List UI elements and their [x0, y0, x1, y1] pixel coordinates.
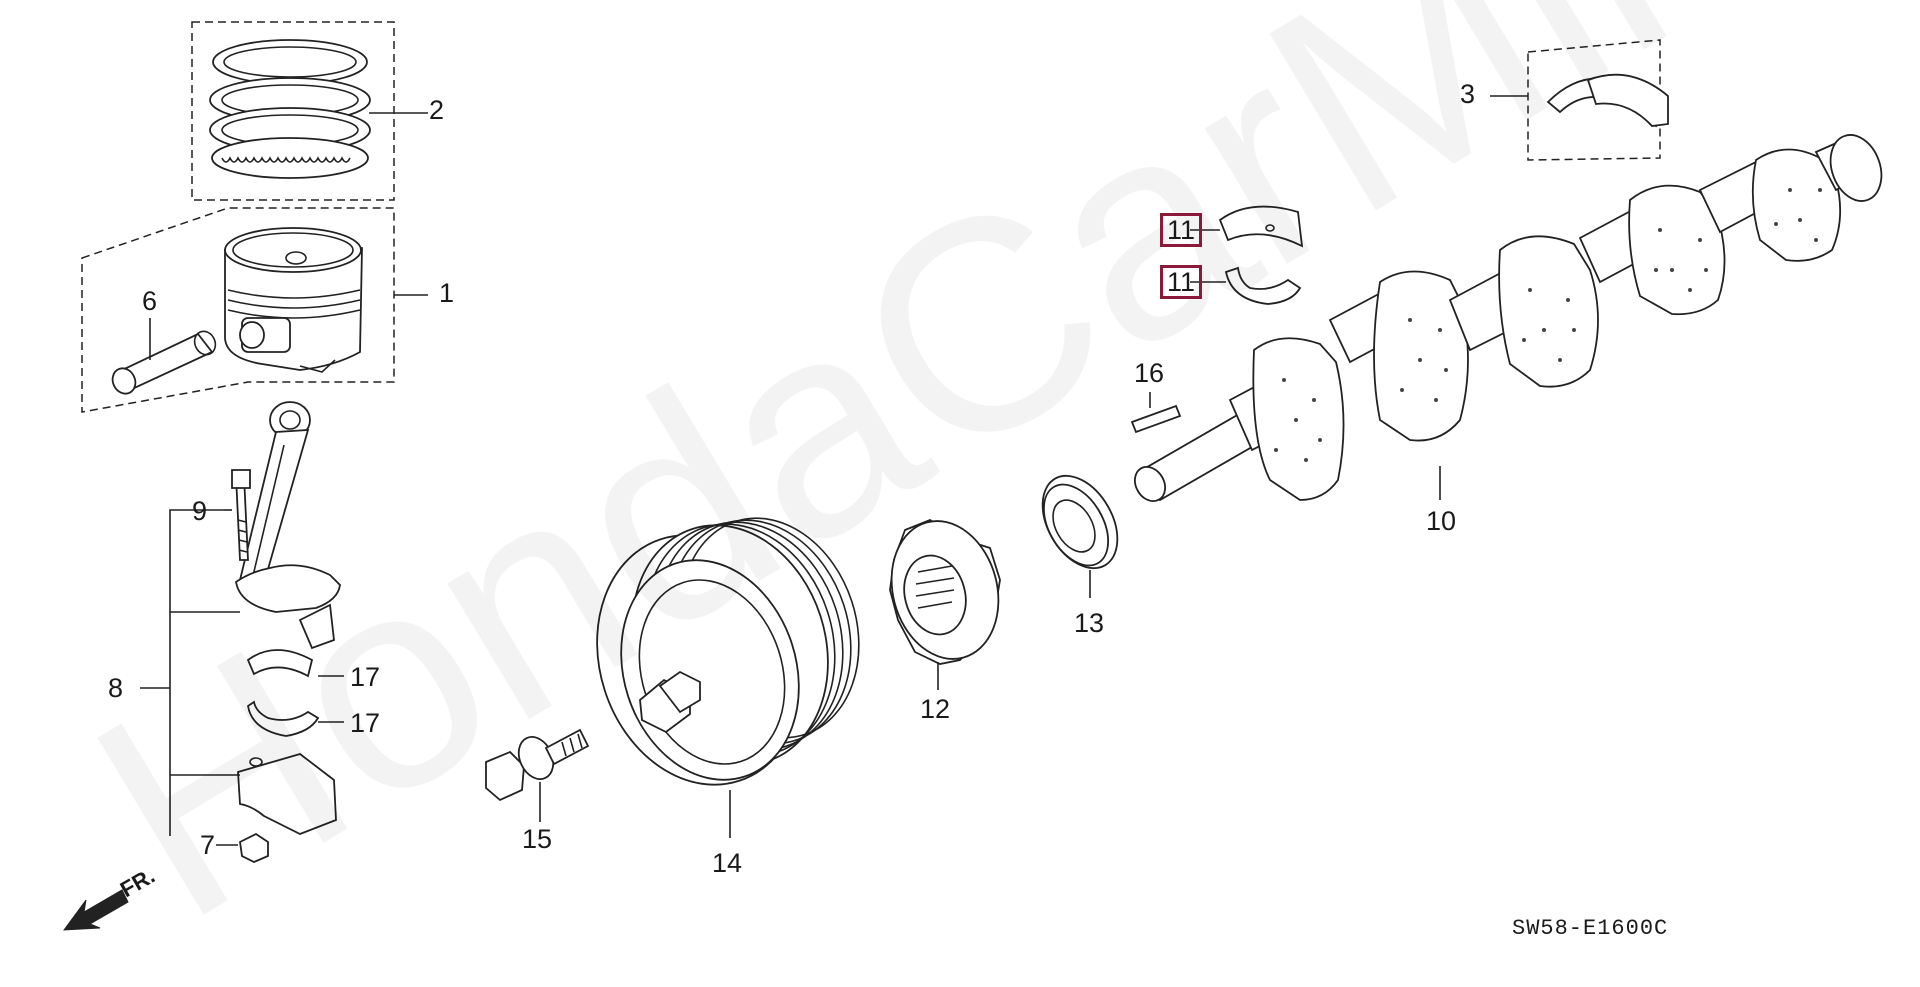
diagram-drawing: [62, 21, 1883, 931]
callout-2[interactable]: 2: [429, 95, 445, 125]
callout-15[interactable]: 15: [522, 824, 553, 854]
callout-12[interactable]: 12: [920, 694, 951, 724]
callout-17-lower[interactable]: 17: [350, 708, 381, 738]
callout-9[interactable]: 9: [192, 496, 208, 526]
parts-diagram: HondaCarMine.ru: [43, 0, 1920, 982]
callout-11-upper[interactable]: 11: [1160, 213, 1203, 247]
key-drawing: [1130, 392, 1182, 434]
callout-10[interactable]: 10: [1426, 506, 1457, 536]
front-direction-arrow: [62, 889, 129, 931]
crankshaft-drawing: [1134, 134, 1883, 502]
callout-13[interactable]: 13: [1074, 608, 1105, 638]
sprocket-drawing: [889, 519, 1001, 690]
callout-17-upper[interactable]: 17: [350, 662, 381, 692]
piston-drawing: [81, 207, 428, 413]
plate-drawing: [1041, 474, 1119, 598]
piston-rings-drawing: [191, 21, 428, 201]
thrust-washer-drawing: [1490, 39, 1669, 161]
callout-6[interactable]: 6: [142, 286, 158, 316]
diagram-code: SW58-E1600C: [1512, 916, 1669, 941]
callout-8[interactable]: 8: [108, 673, 124, 703]
bolt-drawing: [485, 728, 590, 822]
connecting-rod-drawing: [140, 401, 344, 863]
callout-11-lower[interactable]: 11: [1160, 265, 1203, 299]
callout-14[interactable]: 14: [712, 848, 743, 878]
callout-3[interactable]: 3: [1460, 79, 1476, 109]
callout-1[interactable]: 1: [439, 278, 455, 308]
main-bearing-drawing: [1190, 205, 1304, 305]
pulley-drawing: [596, 517, 860, 838]
callout-7[interactable]: 7: [200, 830, 216, 860]
callout-16[interactable]: 16: [1134, 358, 1165, 388]
